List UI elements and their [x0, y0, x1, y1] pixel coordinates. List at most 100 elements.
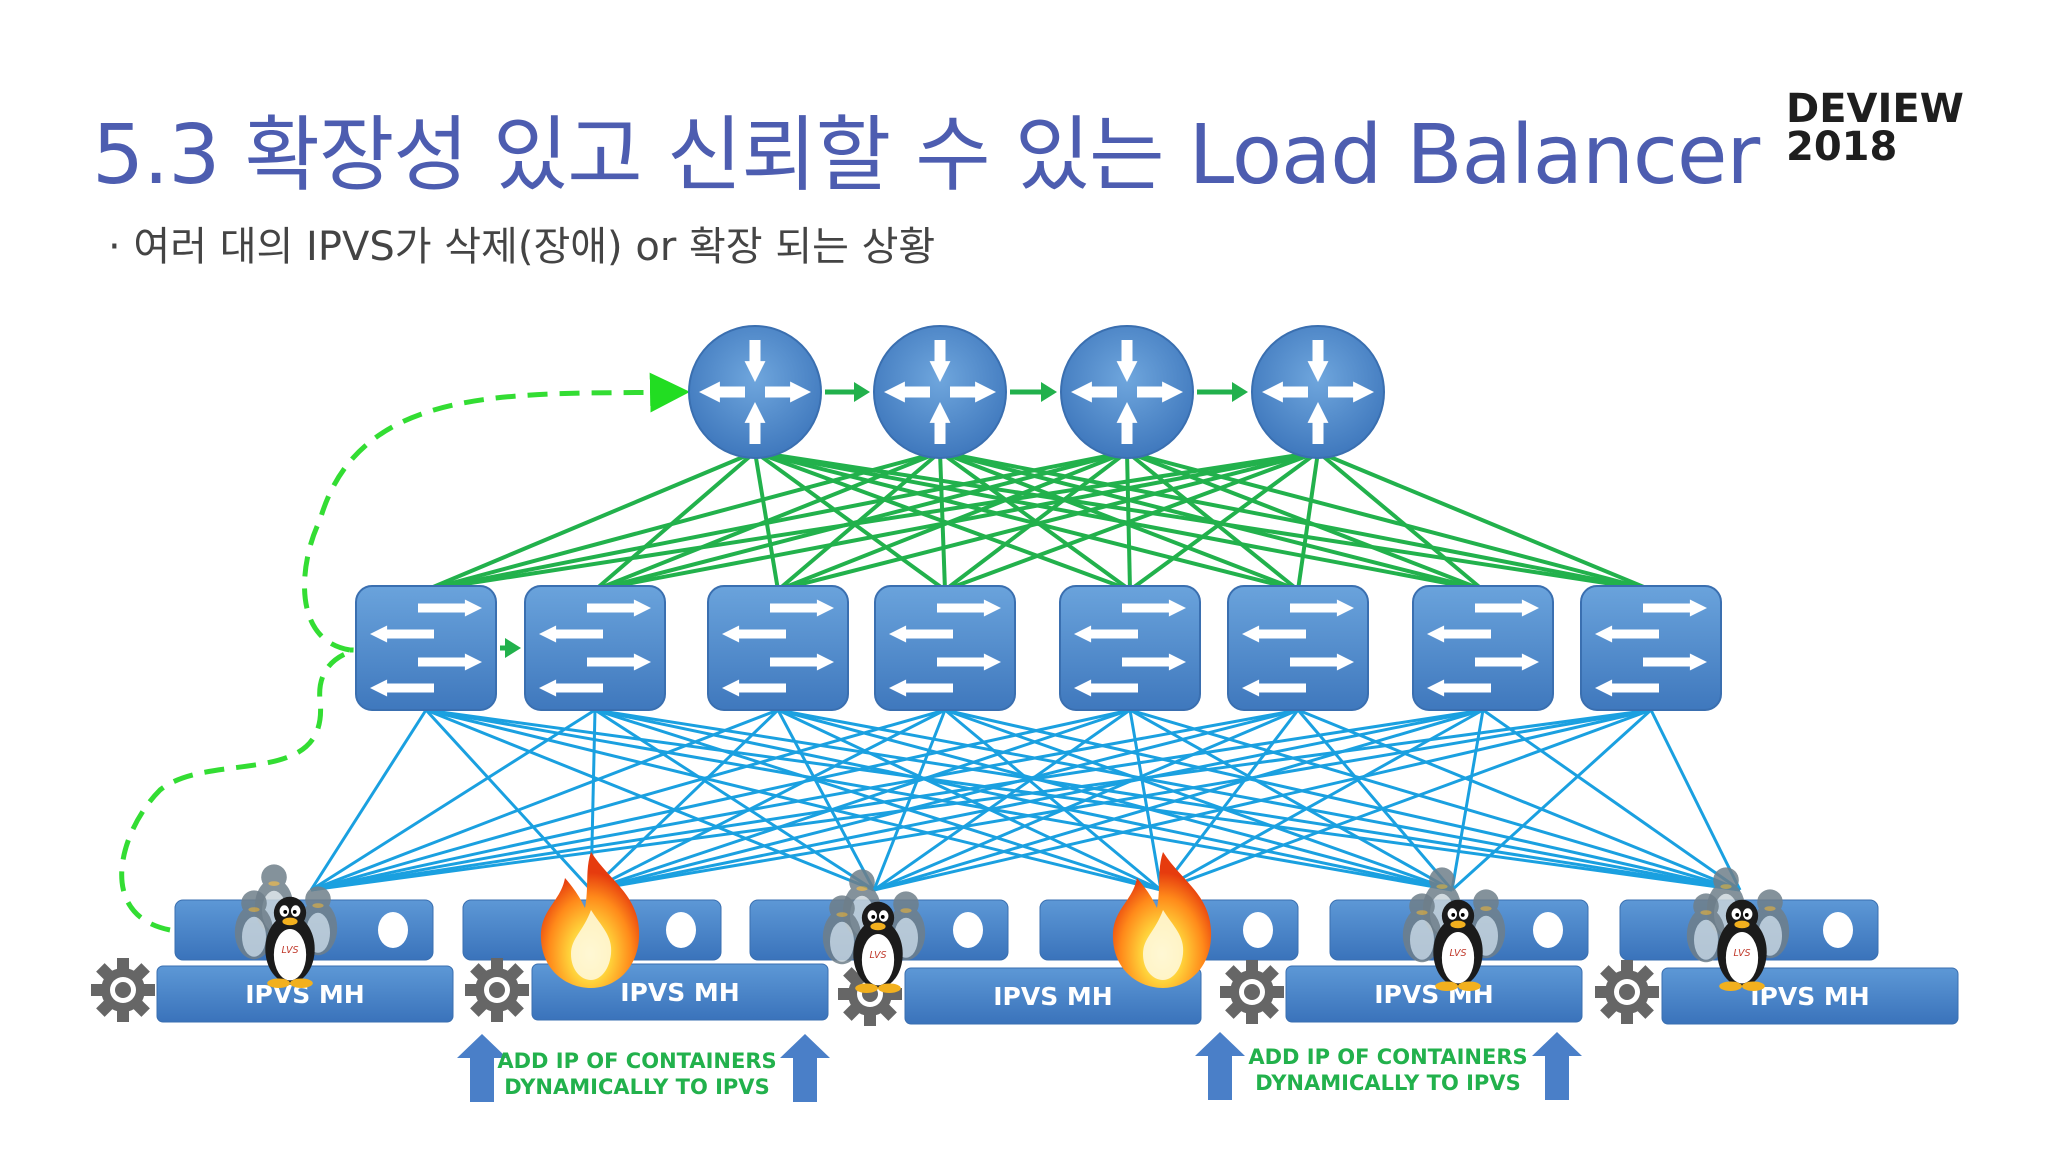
uplink-line: [1125, 450, 1300, 592]
note-2-line-2: DYNAMICALLY TO IPVS: [1255, 1071, 1520, 1095]
lvs-badge: LVS: [281, 945, 298, 956]
router-switch-links: [425, 450, 1652, 592]
downlink-line: [944, 708, 1453, 892]
downlink-line: [873, 708, 1299, 892]
downlink-line: [310, 708, 1484, 892]
up-arrow-icon: [780, 1034, 830, 1102]
uplink-line: [425, 450, 1319, 592]
uplink-line: [425, 450, 941, 592]
ipvs-mh-label: IPVS MH: [1750, 982, 1869, 1011]
downlink-line: [873, 708, 1652, 892]
switch-icon: [355, 585, 497, 711]
slide-title: 5.3 확장성 있고 신뢰할 수 있는 Load Balancer: [92, 108, 1760, 203]
gear-icon: [1595, 960, 1659, 1024]
router-row: [688, 325, 1385, 459]
downlink-line: [594, 708, 1453, 892]
downlink-line: [1297, 708, 1741, 892]
ipvs-label-bar: IPVS MH: [904, 967, 1202, 1025]
lvs-badge: LVS: [1449, 948, 1466, 959]
downlink-line: [310, 708, 1131, 892]
downlink-line: [873, 708, 1484, 892]
router-icon: [688, 325, 822, 459]
tux-penguin-icon: LVS: [853, 901, 903, 993]
tux-penguin-shadow-icon: [234, 890, 274, 960]
ipvs-mh-label: IPVS MH: [620, 978, 739, 1007]
downlink-line: [594, 708, 1162, 892]
ipvs-label-bar: IPVS MH: [156, 965, 454, 1023]
dashed-path-to-router: [302, 372, 690, 653]
uplink-line: [594, 450, 1319, 592]
switch-icon: [1580, 585, 1722, 711]
uplink-line: [944, 450, 1319, 592]
up-arrow-icon: [1532, 1032, 1582, 1100]
note-group-1: ADD IP OF CONTAINERS DYNAMICALLY TO IPVS: [457, 1034, 830, 1102]
uplink-line: [938, 451, 947, 591]
downlink-line: [309, 709, 428, 891]
ipvs-row: IPVS MH IPVS MH IPVS MH IPVS MH IPVS MH LVS LV…: [91, 852, 1959, 1026]
uplink-line: [425, 450, 756, 592]
switch-icon: [524, 585, 666, 711]
uplink-line: [1128, 450, 1320, 592]
downlink-line: [424, 708, 593, 892]
switch-row: [355, 585, 1722, 711]
downlink-line: [310, 708, 946, 892]
dashed-failover-path: [119, 647, 357, 933]
downlink-line: [776, 709, 876, 891]
uplink-line: [1126, 450, 1484, 592]
downlink-line: [1450, 708, 1653, 892]
uplink-line: [939, 450, 1299, 592]
downlink-line: [590, 708, 1652, 892]
ipvs-label-bar: IPVS MH: [1661, 967, 1959, 1025]
downlink-line: [590, 708, 1131, 892]
note-2-line-1: ADD IP OF CONTAINERS: [1248, 1045, 1527, 1069]
uplink-line: [1126, 450, 1652, 592]
switch-icon: [1059, 585, 1201, 711]
downlink-line: [310, 708, 779, 892]
downlink-line: [310, 708, 1652, 892]
lvs-badge: LVS: [1733, 948, 1750, 959]
tux-penguin-icon: LVS: [1433, 899, 1483, 991]
downlink-line: [310, 708, 596, 892]
gear-icon: [465, 958, 529, 1022]
green-arrow-icon: [1197, 382, 1248, 402]
deview-logo: DEVIEW 2018: [1786, 86, 1964, 167]
tux-penguin-icon: LVS: [1717, 899, 1767, 991]
tux-penguin-icon: LVS: [265, 896, 315, 988]
uplink-line: [1316, 450, 1485, 592]
up-arrow-icon: [457, 1034, 507, 1102]
switch-icon: [874, 585, 1016, 711]
router-icon: [873, 325, 1007, 459]
green-arrow-icon: [825, 382, 870, 402]
note-1-line-1: ADD IP OF CONTAINERS: [497, 1049, 776, 1073]
gear-icon: [1220, 960, 1284, 1024]
fire-icon: [1112, 852, 1212, 988]
downlink-line: [872, 709, 947, 891]
uplink-line: [753, 450, 947, 592]
tux-penguin-shadow-icon: [1402, 893, 1442, 963]
downlink-line: [589, 708, 780, 892]
downlink-line: [594, 708, 875, 892]
downlink-line: [590, 708, 1299, 892]
router-icon: [1251, 325, 1385, 459]
bullet-text: · 여러 대의 IPVS가 삭제(장애) or 확장 되는 상황: [108, 224, 936, 270]
ipvs-label-bar: IPVS MH: [1285, 965, 1583, 1023]
uplink-line: [754, 450, 1299, 592]
logo-line-1: DEVIEW: [1786, 86, 1964, 132]
downlink-line: [944, 708, 1162, 892]
downlink-line: [1296, 709, 1454, 891]
downlink-line: [944, 708, 1741, 892]
lvs-badge: LVS: [869, 950, 886, 961]
ipvs-mh-label: IPVS MH: [993, 982, 1112, 1011]
green-arrow-icon: [500, 638, 521, 658]
tux-penguin-shadow-icon: [1686, 893, 1726, 963]
router-icon: [1060, 325, 1194, 459]
downlink-line: [590, 708, 946, 892]
uplink-line: [425, 450, 1128, 592]
note-1-line-2: DYNAMICALLY TO IPVS: [504, 1075, 769, 1099]
note-group-2: ADD IP OF CONTAINERS DYNAMICALLY TO IPVS: [1195, 1032, 1582, 1100]
up-arrow-icon: [1195, 1032, 1245, 1100]
fire-icon: [540, 852, 640, 988]
uplink-line: [777, 450, 1319, 592]
uplink-line: [754, 450, 1652, 592]
